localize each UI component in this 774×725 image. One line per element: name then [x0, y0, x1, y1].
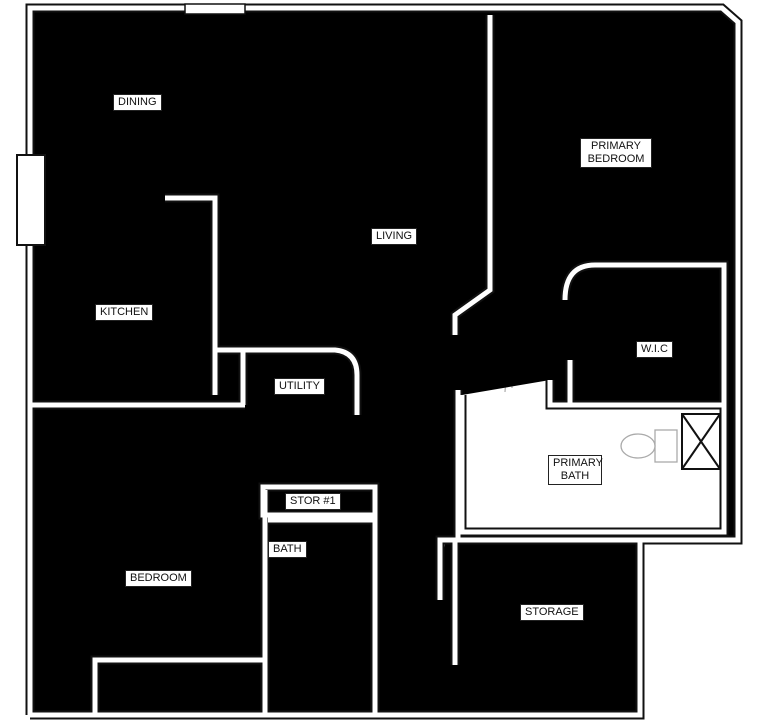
room-label-utility: UTILITY: [274, 378, 325, 395]
room-label-kitchen: KITCHEN: [95, 304, 154, 321]
room-label-primary-bath: PRIMARY BATH: [548, 455, 603, 485]
room-label-dining: DINING: [113, 94, 162, 111]
window: [16, 154, 46, 246]
walls: [16, 3, 738, 715]
room-label-bedroom: BEDROOM: [125, 570, 192, 587]
room-label-living: LIVING: [371, 228, 418, 245]
room-label-stor1: STOR #1: [285, 493, 341, 510]
shower-x: [681, 413, 721, 470]
toilet-bowl: [620, 433, 656, 459]
room-label-wic: W.I.C: [636, 341, 673, 358]
room-label-storage: STORAGE: [520, 604, 584, 621]
room-label-bath: BATH: [268, 541, 307, 558]
window: [184, 3, 246, 15]
toilet-tank: [654, 429, 678, 463]
room-label-primary-bedroom: PRIMARY BEDROOM: [580, 138, 652, 168]
